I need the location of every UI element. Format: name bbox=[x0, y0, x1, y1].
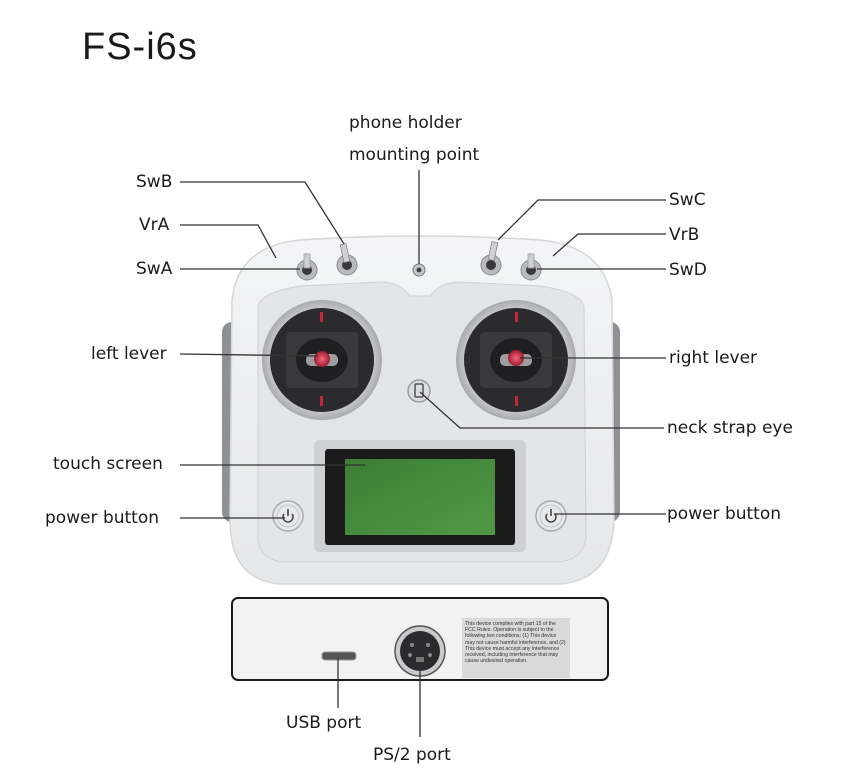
label-left-lever: left lever bbox=[91, 344, 167, 364]
switch-swc-icon bbox=[480, 241, 502, 276]
label-swd: SwD bbox=[669, 260, 707, 280]
leader-lines bbox=[179, 170, 666, 737]
switch-swd-icon bbox=[520, 253, 542, 281]
label-vra: VrA bbox=[139, 215, 170, 235]
touch-screen-display bbox=[314, 440, 526, 552]
label-phone-holder: phone holder bbox=[349, 113, 462, 133]
label-swa: SwA bbox=[136, 259, 173, 279]
power-button-right-icon bbox=[535, 500, 567, 532]
phone-holder-mount-icon bbox=[412, 263, 426, 277]
page-title: FS-i6s bbox=[82, 26, 198, 68]
fcc-notice-sticker: This device complies with part 15 of the… bbox=[462, 618, 570, 678]
label-vrb: VrB bbox=[669, 225, 700, 245]
label-usb-port: USB port bbox=[286, 713, 362, 733]
label-mounting-point: mounting point bbox=[349, 145, 480, 165]
power-button-left-icon bbox=[272, 500, 304, 532]
switch-swa-icon bbox=[296, 253, 318, 281]
label-neck-strap-eye: neck strap eye bbox=[667, 418, 793, 438]
left-lever-gimbal bbox=[262, 300, 382, 420]
right-lever-gimbal bbox=[456, 300, 576, 420]
label-power-button-left: power button bbox=[45, 508, 160, 528]
label-swc: SwC bbox=[669, 190, 706, 210]
switch-swb-icon bbox=[336, 243, 358, 276]
label-ps2-port: PS/2 port bbox=[373, 745, 451, 765]
label-swb: SwB bbox=[136, 172, 173, 192]
label-right-lever: right lever bbox=[669, 348, 758, 368]
label-touch-screen: touch screen bbox=[53, 454, 163, 474]
label-power-button-right: power button bbox=[667, 504, 782, 524]
